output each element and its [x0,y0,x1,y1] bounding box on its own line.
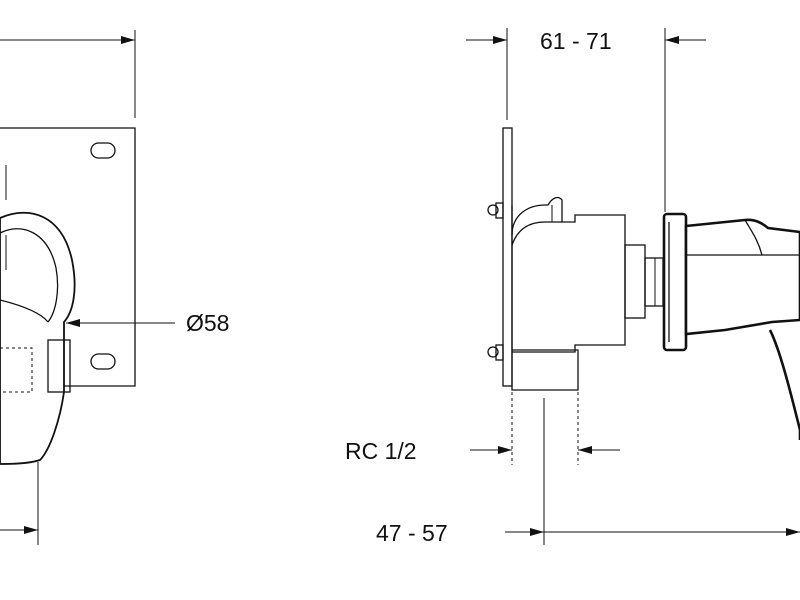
lever-handle-side [684,218,800,336]
front-view: Ø58 [0,30,229,545]
valve-lower-body [511,205,579,391]
valve-body [511,196,626,353]
escutcheon-side [47,339,71,393]
cartridge-spindle [624,244,646,319]
depth-top-left-arrow [493,36,507,44]
wall-plate-side [502,127,513,387]
mounting-slot-bottom [90,353,116,370]
thread-left-arrow [498,446,512,454]
lever-handle-curve [744,219,763,256]
handle-inner-contour [0,228,59,323]
escutcheon-ring [662,212,688,352]
diameter-arrow [66,319,80,327]
depth-bottom-right-arrow [786,528,800,536]
front-bottom-arrow [24,526,38,534]
cartridge-collar [644,257,664,307]
valve-body-contour [511,221,562,246]
depth-top-label: 61 - 71 [540,28,612,54]
side-view: 61 - 71 [345,28,800,546]
depth-bottom-left-arrow [530,528,544,536]
mounting-slot-top [90,142,116,159]
handle-lower-contour [0,299,49,323]
thread-label: RC 1/2 [345,438,417,464]
thread-right-arrow [578,446,592,454]
lever-handle-tail [768,329,800,440]
screw-bottom-icon [487,344,504,361]
handle-body-front [0,211,76,465]
depth-bottom-label: 47 - 57 [376,520,448,546]
hidden-cartridge-outline [0,347,33,393]
depth-top-right-arrow [665,36,679,44]
diameter-label: Ø58 [186,310,229,336]
wall-plate [0,127,136,387]
screw-top-icon [487,202,504,219]
front-top-arrow [121,36,135,44]
